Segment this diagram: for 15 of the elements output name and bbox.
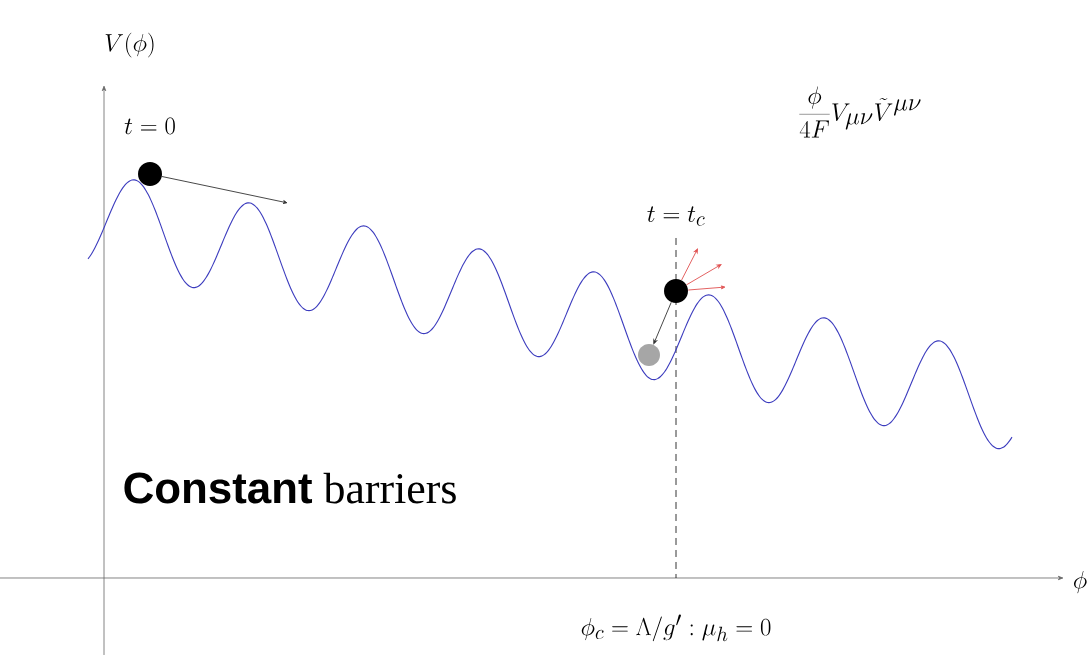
ball bbox=[138, 162, 162, 186]
arrow bbox=[653, 301, 672, 345]
arrow bbox=[687, 285, 726, 291]
axis-label: $\phi_c = \Lambda/g' : \mu_h = 0$ bbox=[581, 614, 771, 642]
time-label: $t = t_c$ bbox=[647, 206, 705, 226]
ball bbox=[638, 344, 660, 366]
time-label: $t = 0$ bbox=[124, 117, 175, 135]
formula: $\frac{\phi}{4F}V_{\mu\nu}\tilde{V}^{\mu\nu}$ bbox=[799, 86, 921, 138]
arrow bbox=[161, 176, 288, 204]
caption-text: Constant barriers bbox=[124, 472, 456, 504]
arrow bbox=[686, 264, 722, 286]
arrow bbox=[681, 248, 698, 281]
axis-label: $V(\phi)$ bbox=[105, 32, 154, 58]
axis-label: $\phi$ bbox=[1074, 571, 1087, 594]
ball bbox=[664, 279, 688, 303]
